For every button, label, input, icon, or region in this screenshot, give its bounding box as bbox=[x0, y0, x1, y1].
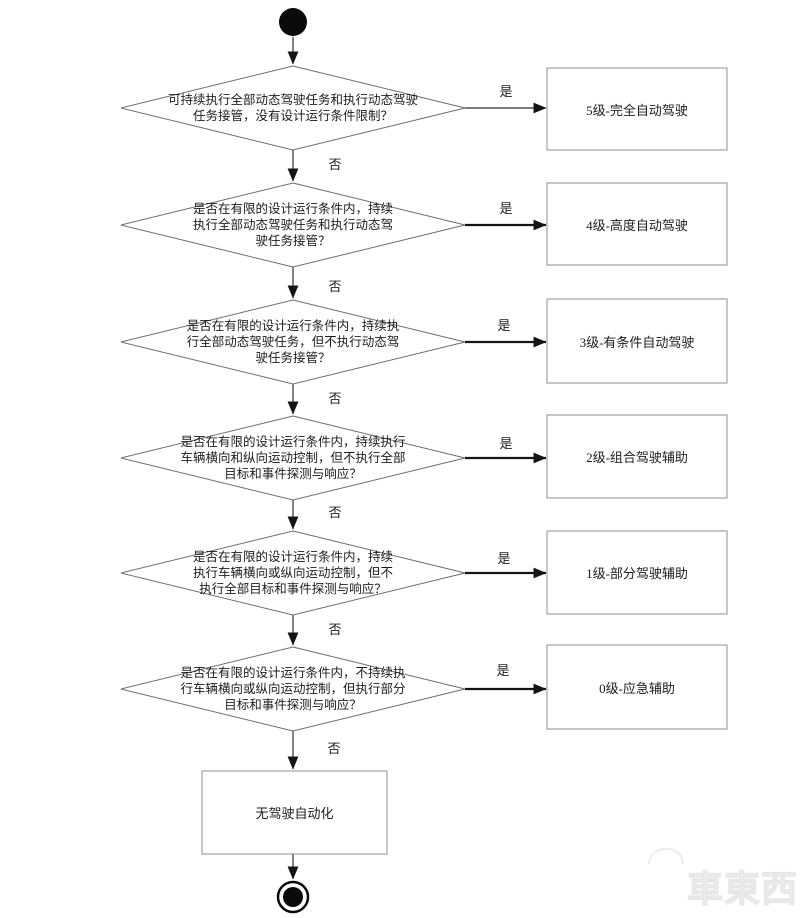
result-level4-label: 4级-高度自动驾驶 bbox=[586, 217, 688, 233]
decision-6-question: 是否在有限的设计运行条件内，不持续执行车辆横向或纵向运动控制，但执行部分目标和事… bbox=[180, 666, 406, 712]
decision-5-question: 是否在有限的设计运行条件内，持续执行车辆横向或纵向运动控制，但不执行全部目标和事… bbox=[193, 550, 394, 596]
result-level0-label: 0级-应急辅助 bbox=[599, 680, 675, 696]
yes-label-2: 是 bbox=[499, 200, 513, 216]
terminal-box bbox=[201, 770, 388, 855]
yes-label-4: 是 bbox=[499, 435, 513, 451]
terminal-box-label: 无驾驶自动化 bbox=[255, 806, 334, 821]
result-level5-label: 5级-完全自动驾驶 bbox=[586, 102, 688, 118]
result-box-level3 bbox=[546, 298, 728, 384]
no-label-2: 否 bbox=[328, 278, 342, 294]
no-label-1: 否 bbox=[328, 156, 342, 172]
decision-diamond-5 bbox=[120, 530, 466, 616]
no-label-3: 否 bbox=[328, 390, 342, 406]
decision-1-question: 可持续执行全部动态驾驶任务和执行动态驾驶任务接管，没有设计运行条件限制？ bbox=[168, 93, 419, 123]
decision-2-question: 是否在有限的设计运行条件内，持续执行全部动态驾驶任务和执行动态驾驶任务接管？ bbox=[192, 202, 393, 248]
decision-3-question: 是否在有限的设计运行条件内，持续执行全部动态驾驶任务，但不执行动态驾驶任务接管？ bbox=[186, 319, 400, 365]
result-box-level1 bbox=[546, 530, 728, 615]
decision-diamond-6 bbox=[120, 646, 466, 732]
yes-label-6: 是 bbox=[496, 662, 510, 678]
yes-label-5: 是 bbox=[497, 550, 511, 566]
yes-label-1: 是 bbox=[499, 83, 513, 99]
no-label-6: 否 bbox=[327, 740, 341, 756]
watermark-text: 車東西 bbox=[686, 867, 798, 909]
decision-4-question: 是否在有限的设计运行条件内，持续执行车辆横向和纵向运动控制，但不执行全部目标和事… bbox=[180, 435, 406, 481]
no-label-5: 否 bbox=[328, 621, 342, 637]
yes-label-3: 是 bbox=[497, 317, 511, 333]
result-box-level4 bbox=[546, 182, 728, 266]
decision-diamond-4 bbox=[120, 415, 466, 501]
decision-diamond-3 bbox=[120, 299, 466, 385]
decision-diamond-1 bbox=[120, 65, 466, 151]
result-level3-label: 3级-有条件自动驾驶 bbox=[579, 334, 695, 350]
start-node-icon bbox=[279, 8, 307, 36]
result-level2-label: 2级-组合驾驶辅助 bbox=[586, 450, 688, 465]
no-label-4: 否 bbox=[328, 504, 342, 520]
result-box-level2 bbox=[546, 414, 728, 499]
result-box-level0 bbox=[546, 644, 728, 730]
result-box-level5 bbox=[546, 67, 728, 151]
result-level1-label: 1级-部分驾驶辅助 bbox=[586, 566, 688, 581]
end-node-icon bbox=[283, 887, 303, 907]
decision-diamond-2 bbox=[120, 182, 466, 268]
